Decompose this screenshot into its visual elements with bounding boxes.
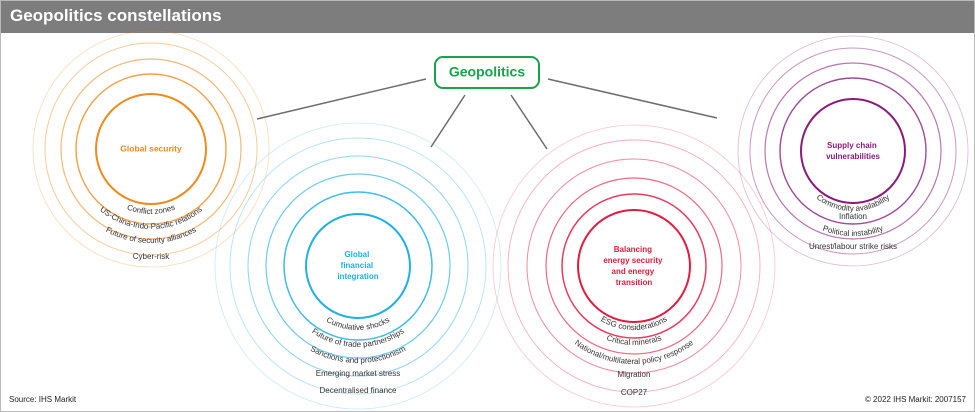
ring-label: Cyber-risk: [133, 252, 170, 261]
ring-label: Conflict zones: [126, 203, 176, 216]
connector-line: [547, 78, 718, 119]
ring: [749, 47, 957, 255]
ring: [60, 58, 242, 240]
ring: [44, 42, 258, 256]
ring-label: Decentralised finance: [320, 386, 397, 395]
ring: [283, 191, 433, 341]
header-bar: Geopolitics constellations: [1, 1, 974, 33]
ring: [75, 73, 227, 225]
cluster-title: Global security: [120, 143, 182, 153]
ring: [561, 193, 707, 339]
page-title: Geopolitics constellations: [10, 6, 222, 25]
ring: [507, 139, 761, 393]
ring-label: Migration: [618, 370, 651, 379]
rings: [737, 35, 969, 267]
center-node: Geopolitics: [434, 56, 540, 89]
ring-label: Unrest/labour strike risks: [809, 242, 897, 251]
rings: [492, 124, 776, 408]
center-label: Geopolitics: [449, 64, 525, 80]
connector-lines: [256, 78, 718, 150]
cluster-global-financial-integration: Global financial integration Cumulative …: [214, 122, 502, 410]
ring: [800, 98, 906, 204]
ring: [265, 173, 451, 359]
ring: [305, 213, 411, 319]
rings: [32, 30, 270, 268]
connector-line: [510, 94, 548, 150]
ring: [229, 137, 487, 395]
ring: [95, 93, 207, 205]
ring-label: Inflation: [839, 212, 867, 221]
cluster-title: Supply chain vulnerabilities: [826, 141, 880, 161]
connector-line: [256, 78, 427, 120]
cluster-global-security: Global security Conflict zones US-China-…: [32, 30, 270, 268]
ring: [32, 30, 270, 268]
ring: [779, 77, 927, 225]
connector-line: [430, 94, 466, 148]
cluster-energy-security-transition: Balancing energy security and energy tra…: [492, 124, 776, 408]
copyright-note: © 2022 IHS Markit: 2007157: [864, 395, 966, 404]
ring: [764, 62, 942, 240]
cluster-title: Global financial integration: [337, 250, 378, 281]
ring: [214, 122, 502, 410]
source-note: Source: IHS Markit: [9, 395, 77, 404]
center-box: [434, 56, 540, 89]
rings: [214, 122, 502, 410]
ring: [577, 209, 691, 323]
ring: [545, 177, 723, 355]
ring-label: Emerging market stress: [316, 369, 400, 378]
ring: [526, 158, 742, 374]
ring-label: COP27: [621, 388, 648, 397]
ring: [247, 155, 469, 377]
cluster-supply-chain-vulnerabilities: Supply chain vulnerabilities Commodity a…: [737, 35, 969, 267]
ring-label: Critical minerals: [606, 333, 663, 347]
ring: [492, 124, 776, 408]
ring: [737, 35, 969, 267]
cluster-title: Balancing energy security and energy tra…: [603, 245, 664, 287]
